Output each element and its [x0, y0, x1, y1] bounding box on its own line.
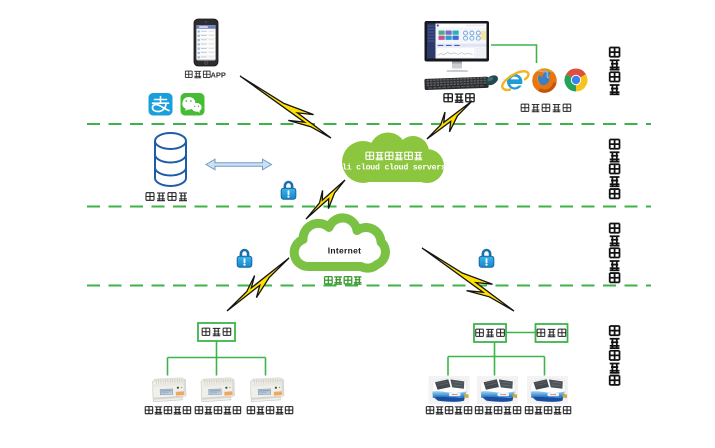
svg-text:*****: *****	[452, 393, 459, 397]
svg-text:*****: *****	[500, 393, 507, 397]
svg-text:*****: *****	[550, 393, 557, 397]
svg-text:li cloud cloud servers: li cloud cloud servers	[342, 163, 446, 173]
svg-text:APP: APP	[211, 71, 226, 80]
svg-text:Internet: Internet	[328, 246, 362, 256]
